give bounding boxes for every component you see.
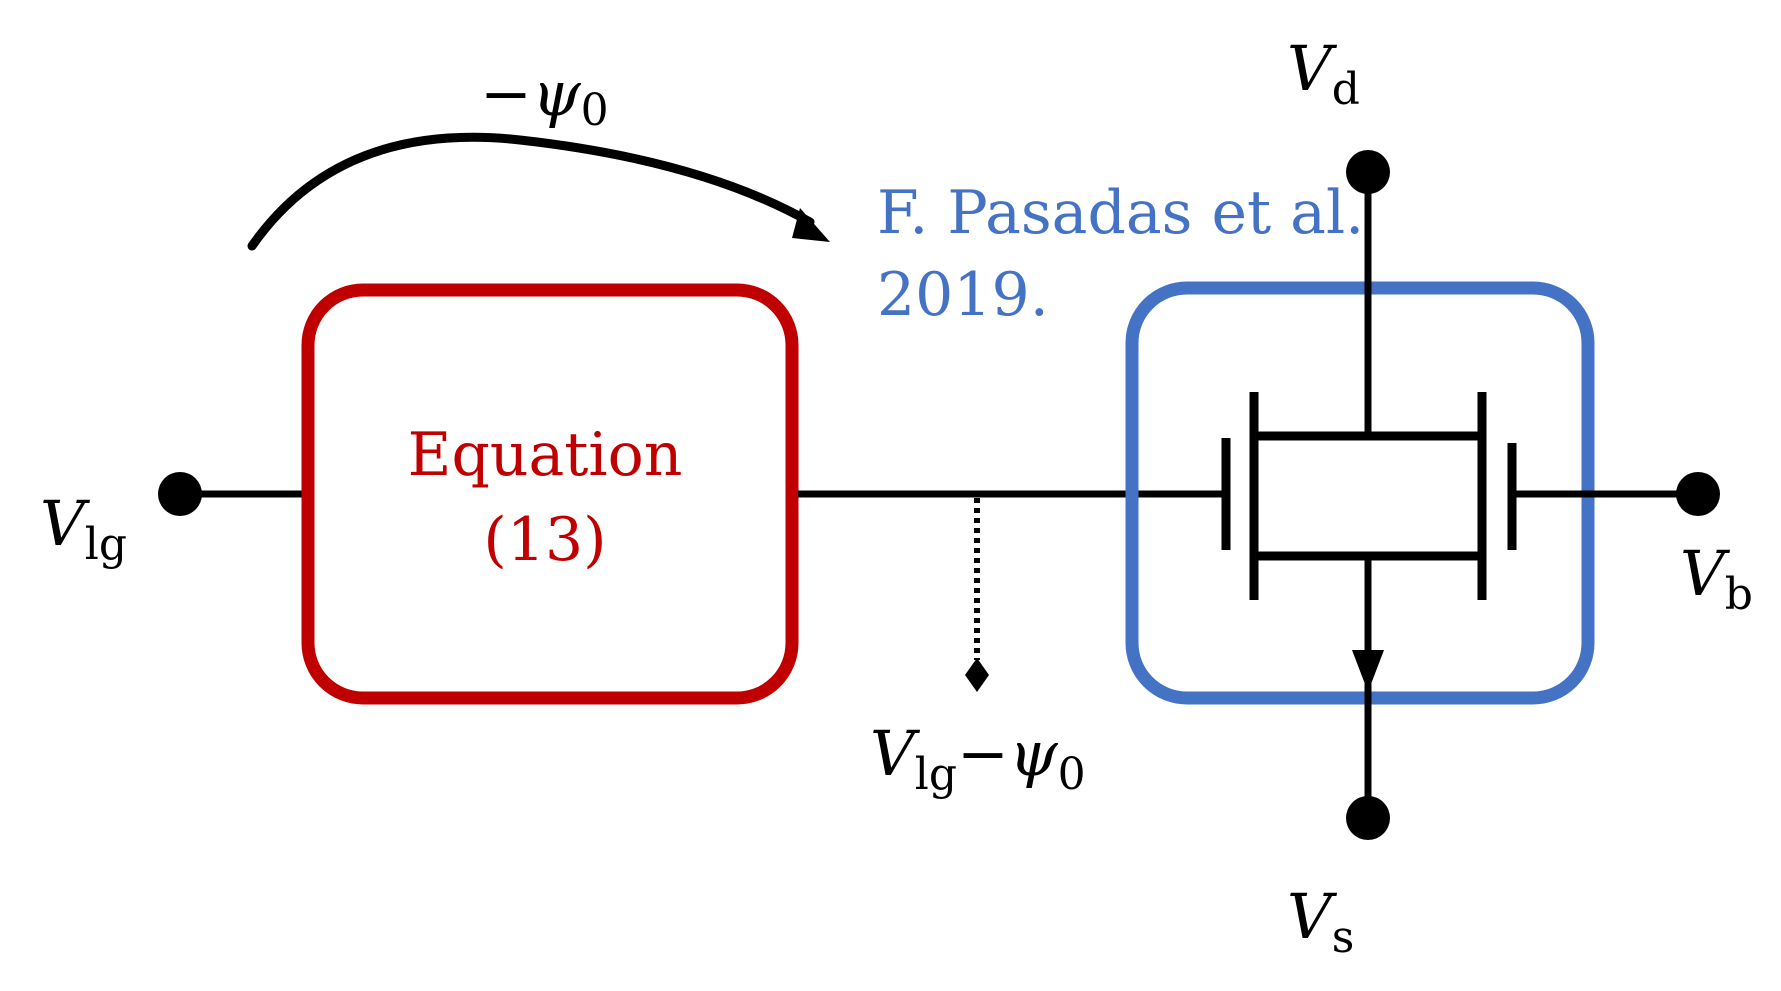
vd-label-sub: d	[1332, 64, 1360, 115]
vb-label-v: V	[1680, 537, 1731, 610]
vlg-label-sub: lg	[85, 519, 127, 570]
node-label-v: V	[870, 717, 921, 790]
source-arrow-icon	[1352, 650, 1384, 692]
curved-arrow-icon	[247, 132, 830, 251]
vlg-terminal	[158, 472, 302, 516]
vd-label: Vd	[1287, 32, 1360, 115]
citation-line2: 2019.	[877, 260, 1049, 330]
vs-label: Vs	[1287, 880, 1354, 963]
equation-block	[301, 283, 799, 705]
source-terminal	[1346, 556, 1390, 840]
arc-label-psi: ψ	[532, 57, 582, 130]
node-label-psi: ψ	[1009, 717, 1059, 790]
arc-label: −ψ0	[480, 57, 609, 136]
vlg-label: Vlg	[40, 487, 127, 570]
vlg-label-v: V	[40, 487, 91, 560]
terminal-dot-icon	[1346, 150, 1390, 194]
probe-arrow-icon	[965, 498, 989, 692]
terminal-dot-icon	[1676, 472, 1720, 516]
back-gate-terminal	[1512, 472, 1720, 516]
vb-label: Vb	[1680, 537, 1753, 620]
citation-line1: F. Pasadas et al.	[877, 178, 1364, 248]
vd-label-v: V	[1287, 32, 1338, 105]
node-label-psi-sub: 0	[1058, 749, 1086, 800]
node-label: Vlg−ψ0	[870, 717, 1086, 800]
arc-label-sub: 0	[581, 85, 609, 136]
terminal-dot-icon	[1346, 796, 1390, 840]
equation-label-line2: (13)	[483, 505, 606, 575]
drain-terminal	[1346, 150, 1390, 436]
arc-label-minus: −	[480, 57, 532, 130]
vs-label-sub: s	[1332, 912, 1355, 963]
vs-label-v: V	[1287, 880, 1338, 953]
equation-label-line1: Equation	[408, 420, 683, 490]
node-label-minus: −	[957, 717, 1009, 790]
node-label-sub: lg	[915, 749, 957, 800]
vb-label-sub: b	[1725, 569, 1753, 620]
